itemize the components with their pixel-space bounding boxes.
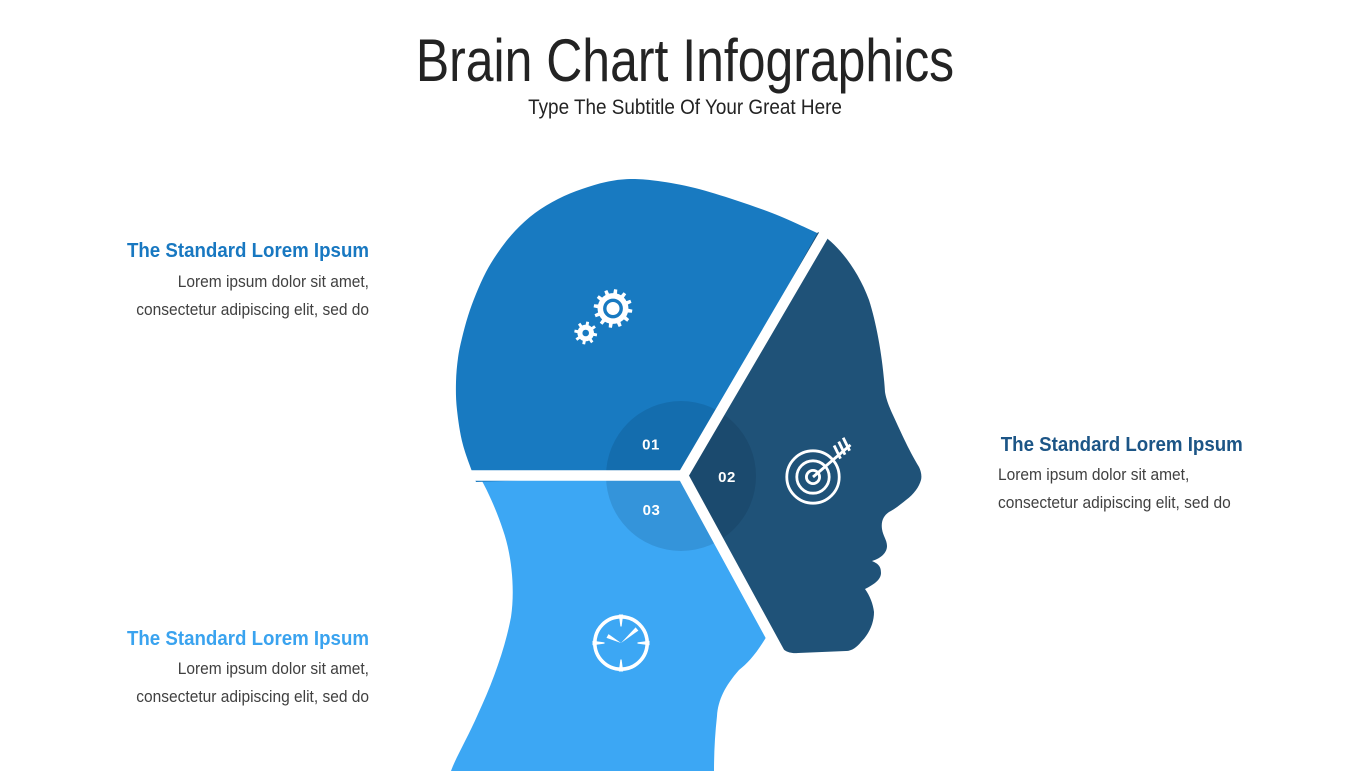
svg-text:01: 01 bbox=[642, 437, 660, 454]
svg-text:03: 03 bbox=[643, 502, 661, 519]
svg-text:02: 02 bbox=[718, 469, 736, 486]
